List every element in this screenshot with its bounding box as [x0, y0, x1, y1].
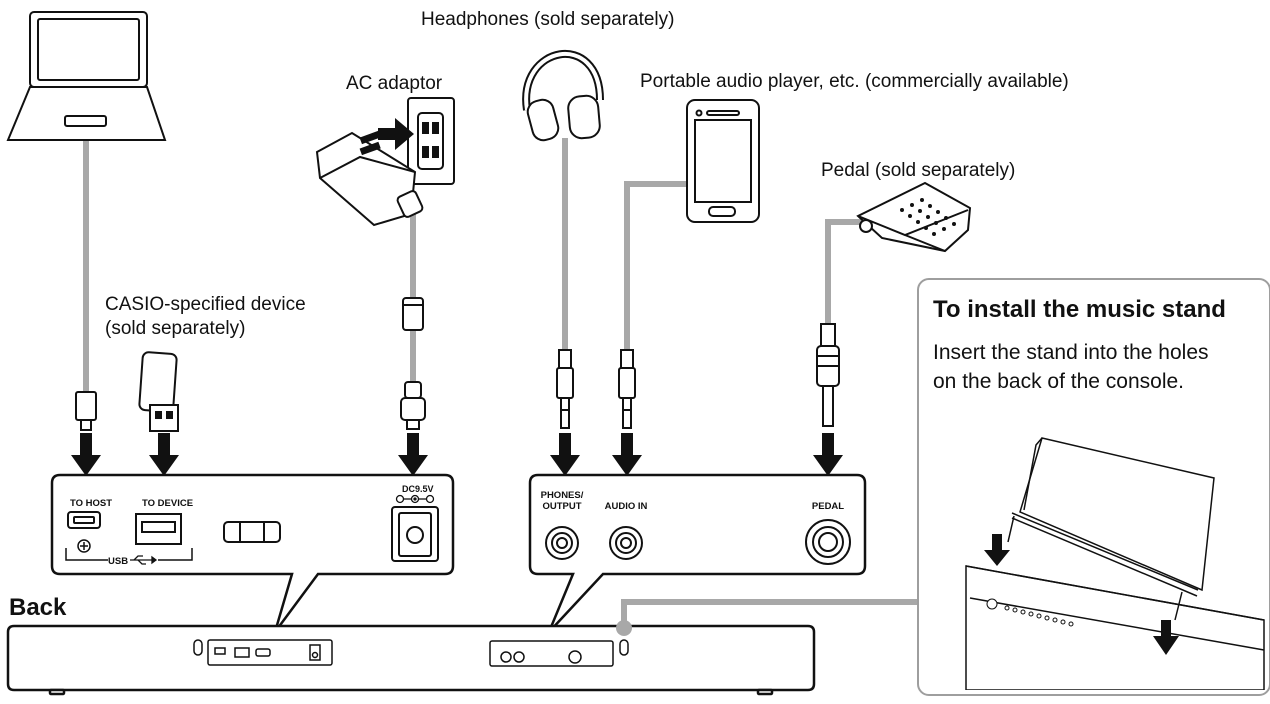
usb-bracket-left — [65, 548, 108, 561]
headphones-icon — [522, 49, 604, 142]
to-device-port-icon — [135, 513, 182, 545]
inset-body-line-1: Insert the stand into the holes — [933, 341, 1209, 364]
clip-slot-icon — [223, 521, 281, 543]
portable-audio-player-icon — [686, 99, 760, 223]
right-panel-callout — [528, 473, 867, 633]
stand-hole-icon — [193, 639, 629, 656]
arrow-down-icon — [813, 433, 843, 476]
wall-outlet-icon — [407, 97, 455, 185]
audio-in-jack-icon — [609, 526, 643, 560]
back-label: Back — [9, 594, 67, 621]
stand-hole-marker — [616, 620, 632, 636]
headphone-plug-icon — [556, 349, 574, 429]
insert-arrows — [71, 433, 843, 476]
pedal-jack-label: PEDAL — [812, 501, 844, 512]
micro-usb-plug-icon — [75, 391, 97, 431]
arrow-down-icon — [149, 433, 179, 476]
to-host-label: TO HOST — [70, 498, 112, 509]
ground-screw-icon — [77, 539, 91, 553]
ac-adaptor-icon — [315, 130, 424, 227]
inset-body-line-2: on the back of the console. — [933, 370, 1185, 393]
arrow-down-icon — [71, 433, 101, 476]
phones-jack-icon — [545, 526, 579, 560]
pedal-jack-icon — [805, 519, 851, 565]
casio-device-label-1: CASIO-specified device — [105, 294, 306, 315]
ac-adaptor-label: AC adaptor — [346, 73, 443, 94]
pedal-plug-icon — [816, 323, 840, 427]
audio-in-plug-icon — [618, 349, 636, 429]
usb-label: USB — [108, 556, 128, 567]
headphones-label: Headphones (sold separately) — [421, 9, 675, 30]
pedal-label: Pedal (sold separately) — [821, 160, 1016, 181]
arrow-down-icon — [550, 433, 580, 476]
piano-back-body — [6, 624, 816, 696]
inset-pointer-line — [621, 599, 918, 625]
audio-player-cable — [624, 181, 688, 350]
plug-in-arrow-icon — [378, 118, 414, 150]
mini-right-panel — [489, 640, 614, 667]
casio-device-label-2: (sold separately) — [105, 318, 246, 339]
arrow-down-icon — [398, 433, 428, 476]
dc-plug-icon — [400, 381, 426, 430]
music-stand-inset: To install the music stand Insert the st… — [917, 278, 1270, 696]
polarity-symbol-icon — [395, 494, 435, 504]
dc-jack-icon — [391, 506, 439, 562]
audio-in-label: AUDIO IN — [605, 501, 648, 512]
music-stand-icon — [1007, 437, 1215, 621]
usb-flash-drive-icon — [138, 351, 179, 432]
inset-body: Insert the stand into the holes on the b… — [933, 338, 1263, 396]
usb-symbol-icon — [130, 555, 158, 565]
to-device-label: TO DEVICE — [142, 498, 193, 509]
arrow-down-icon — [612, 433, 642, 476]
pedal-icon — [856, 181, 972, 253]
mini-left-panel — [207, 639, 333, 666]
usb-bracket-right — [158, 548, 193, 561]
ferrite-core-icon — [402, 297, 424, 331]
phones-label-2: OUTPUT — [542, 501, 581, 512]
dc-label: DC9.5V — [402, 484, 434, 494]
music-stand-illustration — [965, 437, 1265, 690]
laptop-icon — [6, 11, 167, 141]
audio-player-label: Portable audio player, etc. (commerciall… — [640, 71, 1069, 92]
inset-title: To install the music stand — [933, 296, 1226, 323]
phones-label-1: PHONES/ — [541, 490, 584, 501]
pedal-cable — [825, 219, 862, 324]
cables — [83, 138, 918, 625]
arrow-down-icon — [984, 534, 1010, 566]
arrow-down-icon — [1153, 620, 1179, 655]
to-host-port-icon — [67, 511, 101, 529]
